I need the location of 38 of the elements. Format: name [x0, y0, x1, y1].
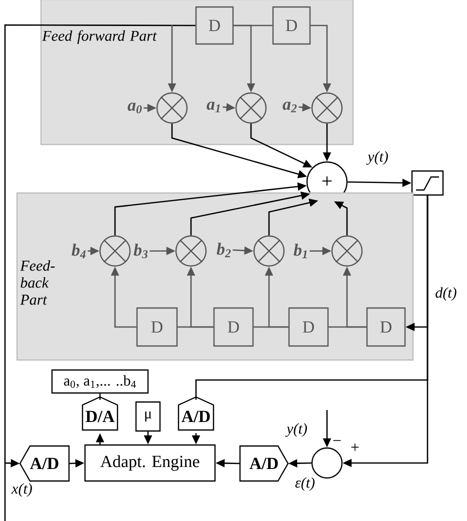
signal-label: x(t) [11, 483, 32, 497]
panel-title: Feed forward Part [42, 30, 157, 44]
multiplier-circle [175, 235, 207, 267]
signal-label: y(t) [285, 423, 307, 437]
delay-box: D [272, 6, 311, 45]
block-box: μ [135, 401, 161, 432]
multiplier-circle [311, 92, 343, 124]
delay-box: D [366, 307, 406, 347]
multiplier-circle [331, 235, 363, 267]
coefficient-label: b$_{1}$ [294, 244, 307, 258]
coefficient-label: b$_{3}$ [134, 244, 148, 258]
subtractor-circle [311, 447, 343, 479]
signal-label: + [351, 443, 359, 451]
block-box: Adapt. Engine [84, 444, 216, 482]
panel-title: Feed- back Part [20, 260, 55, 305]
coefficient-label: b$_{2}$ [216, 242, 231, 258]
coefficient-label: a$_{0}$ [128, 102, 142, 114]
converter-block: A/D [19, 445, 70, 482]
multiplier-circle [99, 235, 131, 267]
limiter-box [411, 170, 444, 196]
converter-block: D/A [82, 396, 118, 431]
converter-block: A/D [178, 396, 214, 431]
coefficient-label: a$_{2}$ [282, 102, 297, 112]
multiplier-circle [156, 92, 188, 124]
converter-block: A/D [239, 445, 289, 482]
delay-box: D [136, 307, 178, 347]
delay-box: D [288, 307, 329, 347]
signal-label: − [333, 440, 341, 441]
signal-label: d(t) [436, 287, 456, 301]
multiplier-circle [253, 235, 285, 267]
coefficient-label: b$_{4}$ [72, 244, 86, 258]
signal-label: y(t) [366, 151, 388, 165]
delay-box: D [195, 6, 234, 45]
coefficient-label: a$_{1}$ [206, 102, 220, 112]
signal-label: ε(t) [295, 477, 315, 491]
block-box: a$_{0}$, a$_{1}$,... ..b$_{4}$ [51, 369, 149, 394]
multiplier-circle [235, 92, 267, 124]
delay-box: D [213, 307, 254, 347]
